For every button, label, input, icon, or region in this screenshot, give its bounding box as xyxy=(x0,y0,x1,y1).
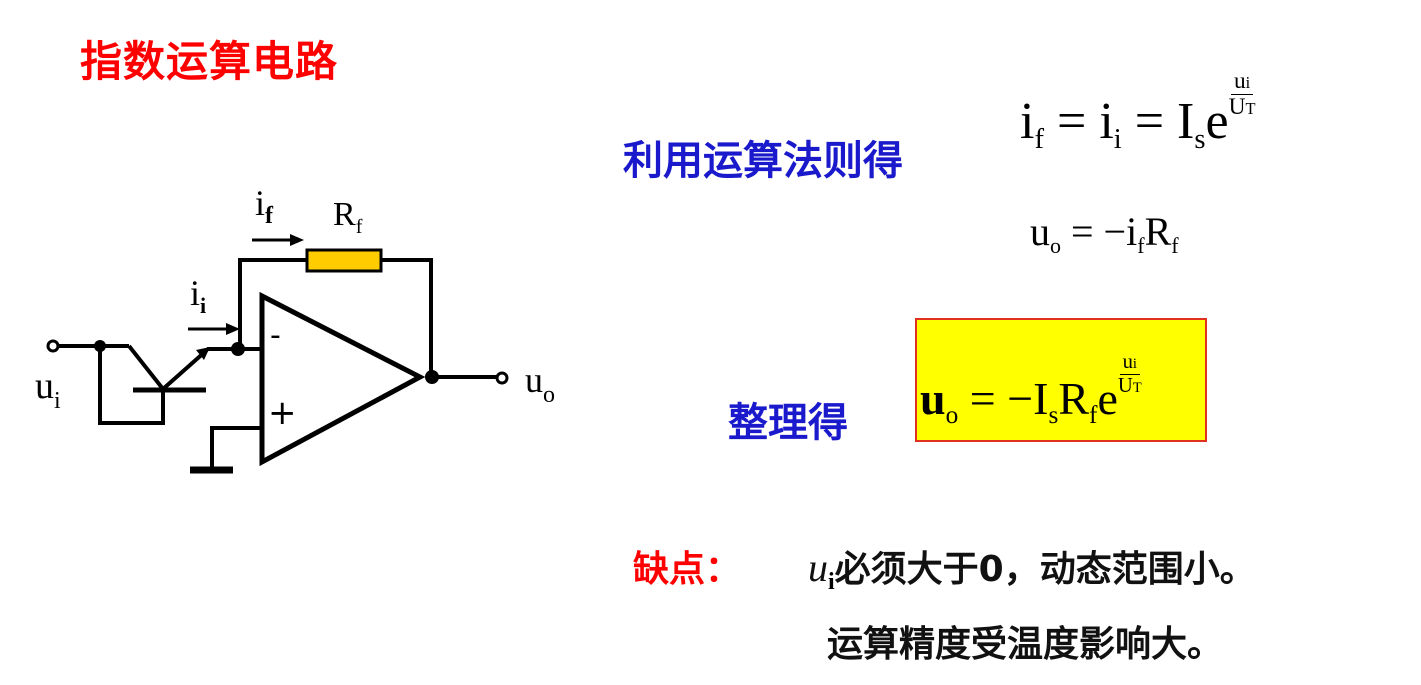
output-terminal xyxy=(495,371,509,385)
drawbacks-label: 缺点： xyxy=(633,549,742,590)
input-terminal xyxy=(46,339,60,353)
input-current-label: ii xyxy=(190,273,206,318)
result-highlight-box xyxy=(915,318,1207,442)
emitter-wire xyxy=(161,348,209,391)
exponential-circuit-diagram: if Rf ii ui uo - + xyxy=(35,183,555,474)
input-node xyxy=(94,340,106,352)
collector-base-short-wire xyxy=(98,346,165,425)
ground-wire xyxy=(210,426,262,470)
inverting-input-sign: - xyxy=(270,318,281,353)
collector-wire xyxy=(127,344,165,391)
feedback-left-wire xyxy=(238,258,307,349)
output-voltage-equation: uo = −ifRf xyxy=(1030,209,1179,258)
noninverting-input-sign: + xyxy=(268,393,297,433)
input-current-arrowhead-icon xyxy=(226,323,240,335)
output-voltage-label: uo xyxy=(525,360,555,408)
resistor-label: Rf xyxy=(333,196,363,238)
output-node xyxy=(425,370,439,384)
feedback-current-arrowhead-icon xyxy=(290,234,304,246)
derivation-label: 利用运算法则得 xyxy=(623,138,903,184)
drawback-line-1: ui必须大于0，动态范围小。 xyxy=(808,545,1256,595)
opamp-triangle xyxy=(259,291,426,467)
input-voltage-label: ui xyxy=(35,365,61,414)
inverting-node xyxy=(231,342,245,356)
feedback-current-label: if xyxy=(255,183,274,229)
emitter-arrow-icon xyxy=(196,347,210,360)
feedback-right-wire xyxy=(381,258,433,377)
page-title: 指数运算电路 xyxy=(80,37,339,86)
drawback-line-2: 运算精度受温度影响大。 xyxy=(827,624,1224,665)
result-label: 整理得 xyxy=(728,400,848,446)
feedback-resistor xyxy=(305,248,383,273)
